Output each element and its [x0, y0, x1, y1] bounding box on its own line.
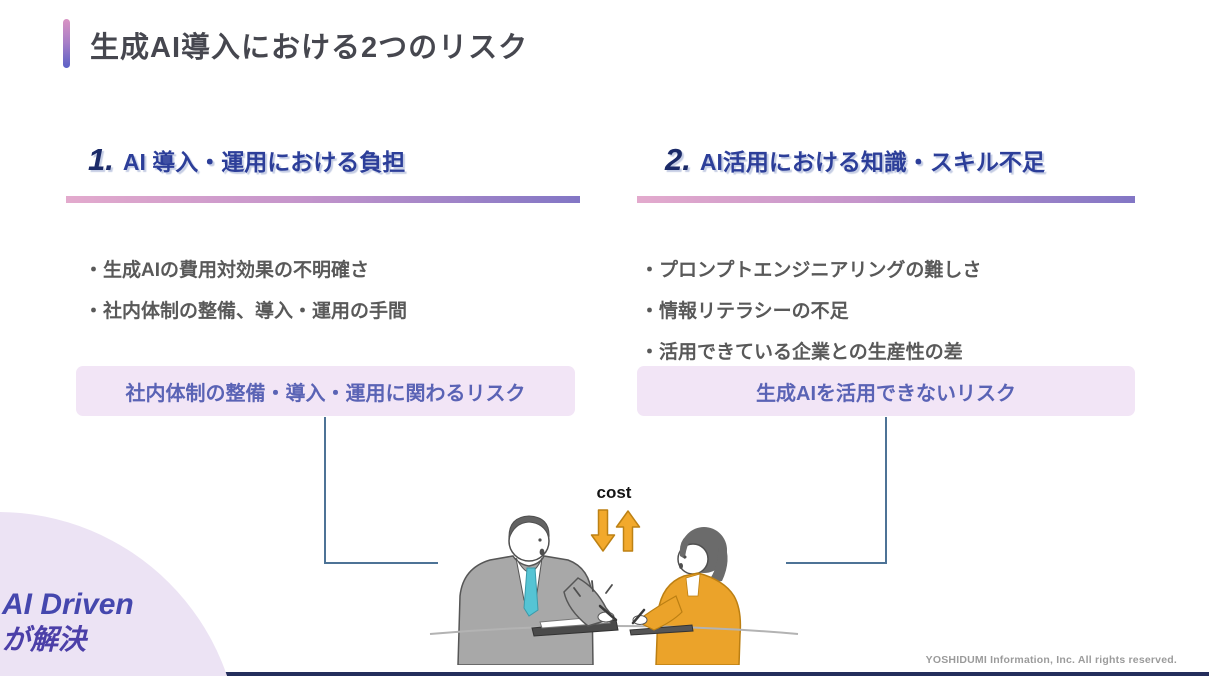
businesswoman-figure	[655, 527, 742, 665]
bullet-item: ・活用できている企業との生産性の差	[640, 342, 963, 363]
bullet-item: ・生成AIの費用対効果の不明確さ	[84, 260, 370, 281]
risk-number-1: 1.	[88, 142, 114, 177]
connector-left-horizontal	[324, 562, 438, 564]
risk-summary-box-1: 社内体制の整備・導入・運用に関わるリスク	[76, 366, 575, 416]
cost-down-arrow-icon	[590, 509, 616, 552]
gradient-underline-2	[637, 196, 1135, 203]
cost-label: cost	[597, 483, 632, 502]
gradient-underline-1	[66, 196, 580, 203]
risk-heading-1: 1. AI 導入・運用における負担	[88, 142, 405, 178]
risk-heading-2: 2. AI活用における知識・スキル不足	[665, 142, 1045, 178]
solution-suffix: が解決	[2, 624, 87, 655]
risk-bullets-2: ・プロンプトエンジニアリングの難しさ ・情報リテラシーの不足 ・活用できている企…	[640, 250, 981, 373]
solution-text: AI Driven が解決	[2, 588, 134, 656]
risk-summary-box-2: 生成AIを活用できないリスク	[637, 366, 1135, 416]
connector-right-horizontal	[786, 562, 887, 564]
connector-right-vertical	[885, 417, 887, 564]
bottom-accent-bar	[0, 672, 1209, 676]
title-accent-bar	[63, 19, 70, 68]
solution-brand: AI Driven	[2, 588, 134, 621]
cost-up-arrow-icon	[615, 510, 641, 552]
bullet-item: ・社内体制の整備、導入・運用の手間	[84, 301, 408, 322]
risk-bullets-1: ・生成AIの費用対効果の不明確さ ・社内体制の整備、導入・運用の手間	[84, 250, 407, 332]
businessman-figure	[457, 515, 594, 665]
bullet-item: ・プロンプトエンジニアリングの難しさ	[640, 260, 982, 281]
bullet-item: ・情報リテラシーの不足	[640, 301, 849, 322]
copyright-footer: YOSHIDUMI Information, Inc. All rights r…	[925, 654, 1177, 666]
risk-number-2: 2.	[665, 142, 691, 177]
page-title: 生成AI導入における2つのリスク	[90, 32, 529, 64]
risk-heading-label-1: AI 導入・運用における負担	[122, 149, 406, 175]
sparkle-lines	[573, 580, 613, 597]
risk-heading-label-2: AI活用における知識・スキル不足	[699, 149, 1045, 175]
connector-left-vertical	[324, 417, 326, 564]
cost-negotiation-illustration: cost	[429, 483, 799, 665]
